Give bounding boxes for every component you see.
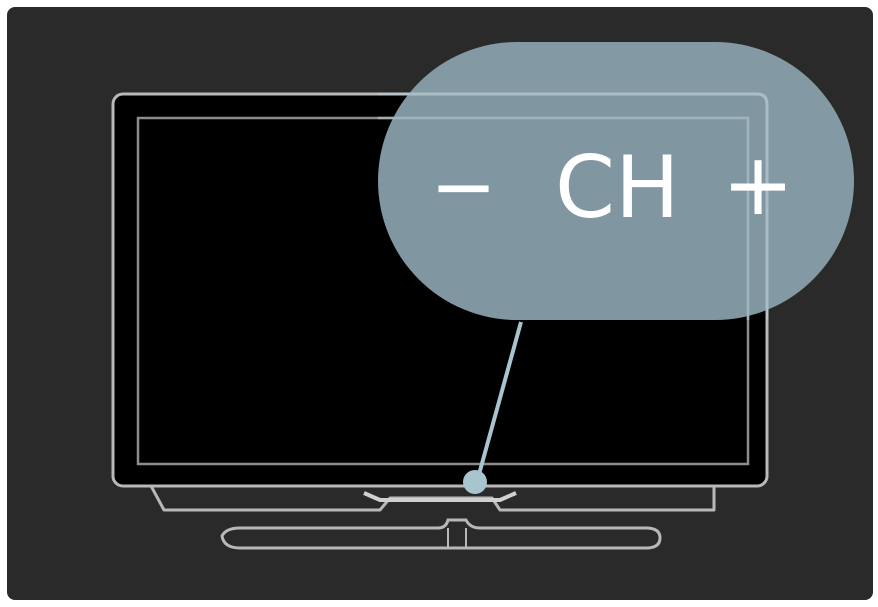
- callout-pointer-line: [476, 321, 523, 479]
- tv-stand-base: [220, 518, 662, 550]
- tv-stand-connector: [363, 491, 517, 502]
- channel-label: CH: [555, 138, 680, 238]
- callout-bubble: [378, 42, 854, 320]
- channel-minus-symbol: −: [430, 140, 497, 233]
- callout-frame-overlay: [378, 92, 769, 320]
- channel-plus-symbol: +: [722, 135, 794, 235]
- channel-button-indicator: [463, 470, 487, 494]
- callout-screen-overlay: [378, 116, 750, 320]
